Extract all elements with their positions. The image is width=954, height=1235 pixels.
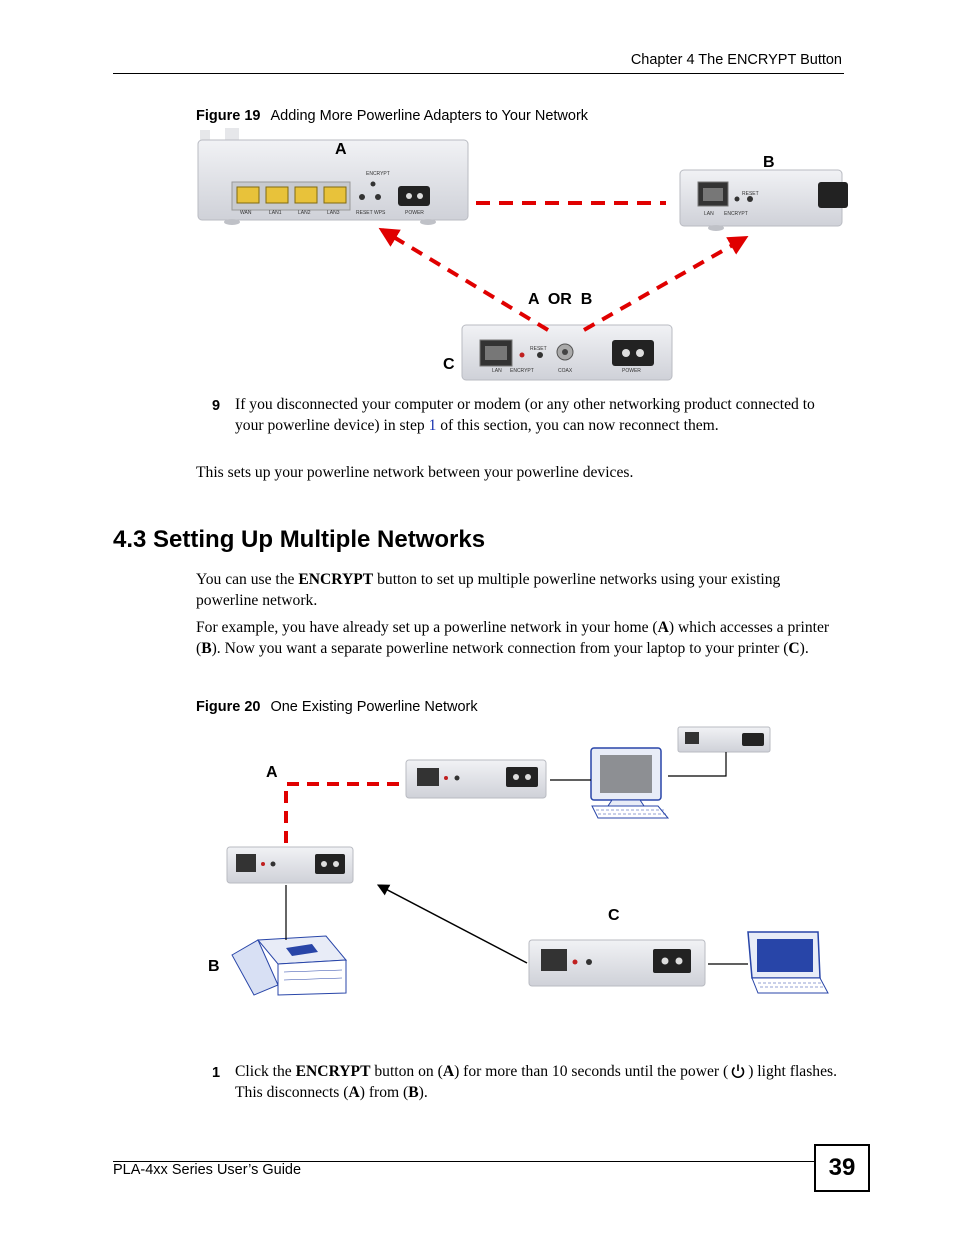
figure20-caption: Figure 20 One Existing Powerline Network bbox=[196, 699, 478, 715]
printer bbox=[231, 935, 348, 996]
step1-b4: B bbox=[408, 1083, 419, 1101]
fig20-label-c: C bbox=[608, 907, 620, 924]
c-coax-text: COAX bbox=[558, 368, 573, 374]
section-heading: 4.3 Setting Up Multiple Networks bbox=[113, 526, 486, 553]
step1-t1: Click the bbox=[235, 1063, 296, 1080]
power-icon bbox=[731, 1064, 745, 1079]
c-lan-text: LAN bbox=[492, 368, 502, 374]
para2-t1: For example, you have already set up a p… bbox=[196, 619, 658, 636]
cable-desktop-small-adapter bbox=[668, 752, 727, 777]
page-number: 39 bbox=[814, 1144, 870, 1192]
adapter-small-top bbox=[677, 726, 771, 753]
router-port-label: LAN3 bbox=[327, 210, 340, 216]
step9-number: 9 bbox=[212, 398, 221, 414]
para2-t4: ). bbox=[799, 639, 809, 657]
b-encrypt-text: ENCRYPT bbox=[724, 211, 748, 217]
step9-text-2: of this section, you can now reconnect t… bbox=[436, 416, 719, 434]
router-port-label: WAN bbox=[240, 210, 252, 216]
fig19-label-c: C bbox=[443, 356, 455, 373]
step9-text-1: If you disconnected your computer or mod… bbox=[235, 396, 815, 434]
figure19-title: Adding More Powerline Adapters to Your N… bbox=[270, 108, 589, 124]
step1-b3: A bbox=[348, 1083, 360, 1101]
fig19-label-b: B bbox=[763, 154, 775, 171]
step1-b2: A bbox=[442, 1063, 455, 1080]
fig20-label-b: B bbox=[208, 958, 220, 975]
router-a-device: ENCRYPT bbox=[197, 128, 469, 225]
adapter-a-top bbox=[405, 759, 547, 799]
router-port-label: LAN2 bbox=[298, 210, 311, 216]
step1-t6: ). bbox=[418, 1083, 428, 1101]
figure20-label: Figure 20 bbox=[196, 699, 261, 715]
summary-text: This sets up your powerline network betw… bbox=[196, 464, 634, 481]
link-c-b bbox=[583, 236, 749, 332]
c-power-text: POWER bbox=[622, 368, 641, 374]
router-encrypt-text: ENCRYPT bbox=[366, 171, 390, 177]
link-a-existing bbox=[284, 782, 404, 843]
b-lan-text: LAN bbox=[704, 211, 714, 217]
step1-t3: ) for more than 10 seconds until the pow… bbox=[454, 1063, 729, 1080]
header-rule bbox=[113, 73, 844, 74]
step1-number: 1 bbox=[212, 1065, 221, 1081]
footer-rule bbox=[113, 1161, 815, 1162]
para1-t1: You can use the bbox=[196, 571, 299, 588]
step1-t4: ) light flashes. This disconnects ( bbox=[235, 1063, 837, 1101]
router-port-label: WPS bbox=[374, 210, 386, 216]
para1-b1: ENCRYPT bbox=[298, 571, 374, 588]
para1-t2: button to set up multiple powerline netw… bbox=[196, 571, 781, 609]
para2-b1: A bbox=[657, 619, 669, 636]
step9-text: If you disconnected your computer or mod… bbox=[235, 395, 835, 436]
router-port-label: LAN1 bbox=[269, 210, 282, 216]
adapter-b-left bbox=[226, 846, 354, 884]
b-reset-text: RESET bbox=[742, 191, 759, 197]
step1-t2: button on ( bbox=[370, 1063, 443, 1080]
para2-t2: ) which accesses a printer ( bbox=[196, 619, 830, 657]
step1-t5: ) from ( bbox=[359, 1083, 409, 1101]
paragraph-2: For example, you have already set up a p… bbox=[196, 618, 841, 659]
laptop bbox=[747, 931, 829, 994]
adapter-c-device: RESET LAN ENCRYPT COAX POWER bbox=[461, 324, 673, 381]
para2-t3: ). Now you want a separate powerline net… bbox=[211, 639, 789, 657]
para2-b2: B bbox=[201, 639, 212, 657]
figure20-title: One Existing Powerline Network bbox=[270, 699, 478, 715]
desktop-computer bbox=[590, 747, 670, 819]
router-port-label: POWER bbox=[405, 210, 424, 216]
c-encrypt-text: ENCRYPT bbox=[510, 368, 534, 374]
para2-b3: C bbox=[788, 639, 800, 657]
step1-text: Click the ENCRYPT button on (A) for more… bbox=[235, 1062, 840, 1103]
arrow-c-to-b bbox=[376, 884, 528, 964]
step1-b1: ENCRYPT bbox=[295, 1063, 371, 1080]
fig19-label-a-or-b: A OR B bbox=[528, 291, 593, 308]
chapter-header: Chapter 4 The ENCRYPT Button bbox=[630, 52, 842, 68]
link-c-a bbox=[378, 227, 550, 332]
fig20-label-a: A bbox=[266, 764, 278, 781]
step9-link[interactable]: 1 bbox=[428, 416, 437, 434]
adapter-b-device: RESET LAN ENCRYPT bbox=[679, 169, 848, 231]
adapter-c-bottom bbox=[528, 939, 706, 987]
figure19-caption: Figure 19 Adding More Powerline Adapters … bbox=[196, 108, 588, 124]
figure19-label: Figure 19 bbox=[196, 108, 261, 124]
paragraph-1: You can use the ENCRYPT button to set up… bbox=[196, 570, 841, 611]
c-reset-text: RESET bbox=[530, 346, 547, 352]
footer-guide-title: PLA-4xx Series User’s Guide bbox=[113, 1162, 302, 1178]
fig19-label-a: A bbox=[335, 141, 347, 158]
router-port-label: RESET bbox=[356, 210, 373, 216]
